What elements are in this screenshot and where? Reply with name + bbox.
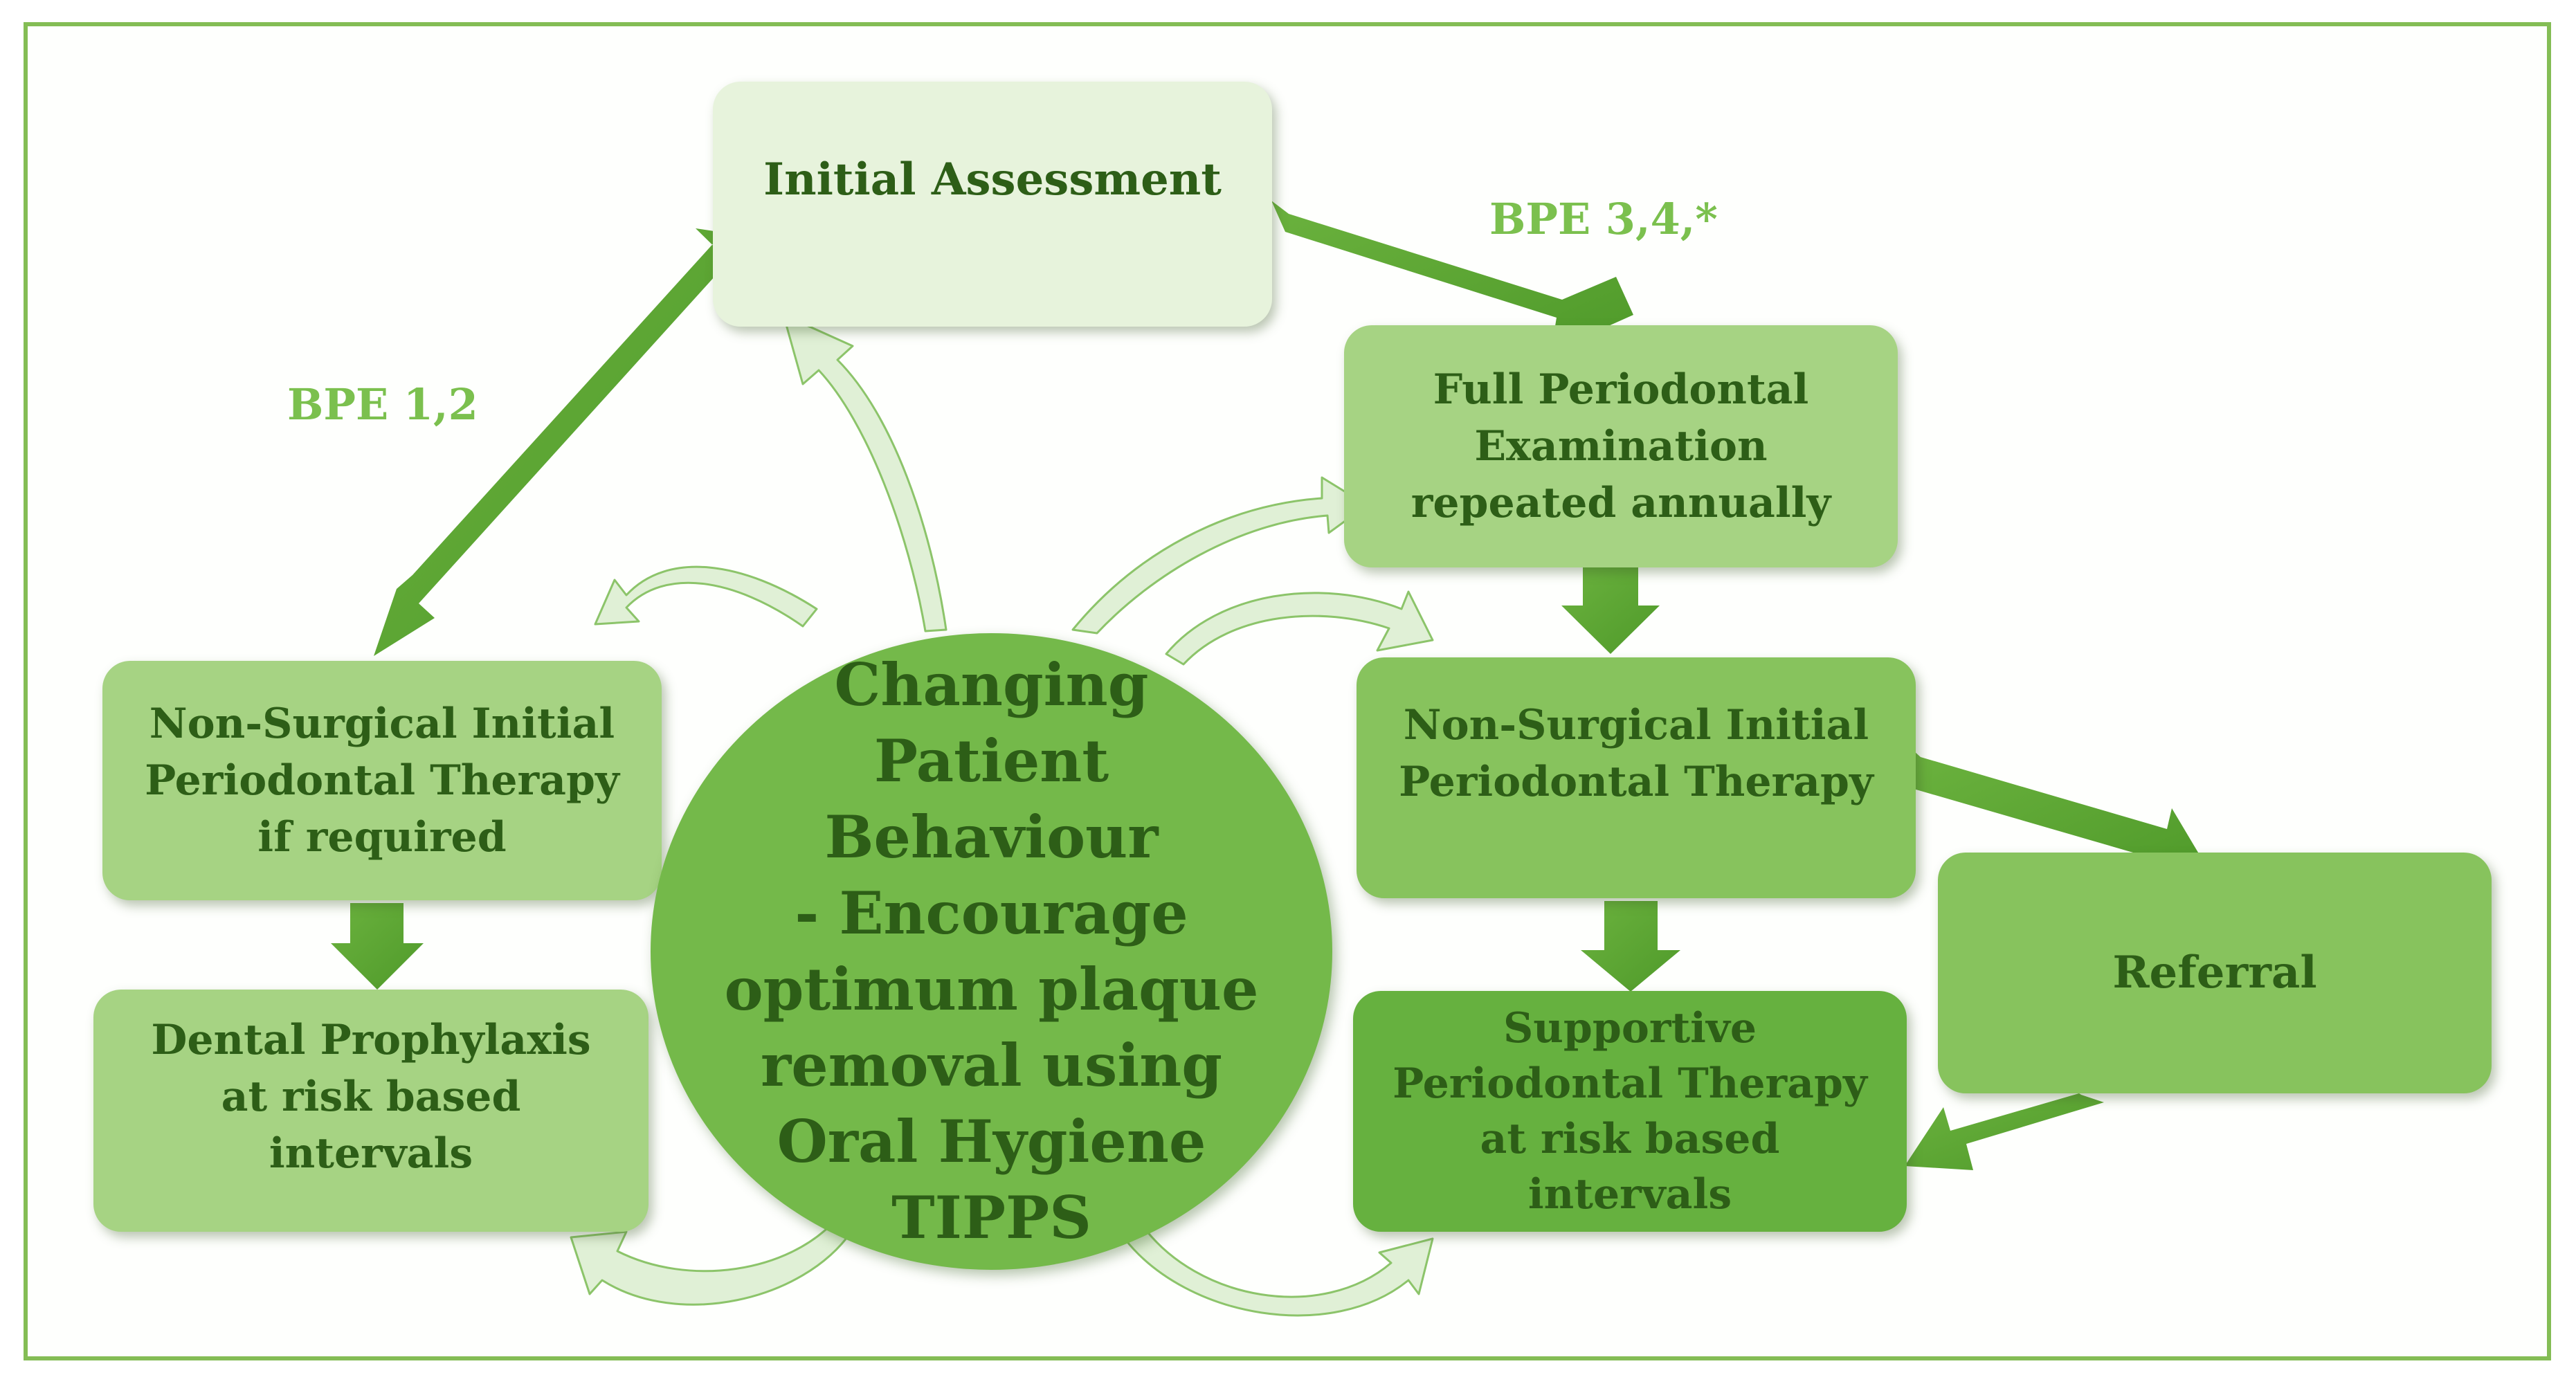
dental-prophylaxis-label: Dental Prophylaxis at risk based interva…: [151, 1016, 591, 1178]
dental-prophylaxis-box: Dental Prophylaxis at risk based interva…: [93, 990, 648, 1232]
arrow-initial-to-full-exam: [1271, 201, 1633, 352]
supportive-therapy-label: Supportive Periodontal Therapy at risk b…: [1393, 1004, 1867, 1219]
arrow-nonsurgical-left-to-prophylaxis: [331, 903, 424, 990]
arrow-nonsurgical-right-to-referral: [1914, 751, 2206, 879]
supportive-therapy-box: Supportive Periodontal Therapy at risk b…: [1353, 991, 1907, 1232]
arrow-nonsurgical-right-to-supportive: [1581, 901, 1680, 992]
curved-arrow-to-supportive: [1123, 1223, 1434, 1317]
nonsurgical-therapy-right-label: Non-Surgical Initial Periodontal Therapy: [1399, 701, 1874, 806]
nonsurgical-therapy-right-box: Non-Surgical Initial Periodontal Therapy: [1357, 657, 1916, 898]
referral-label: Referral: [2112, 947, 2317, 999]
initial-assessment-label: Initial Assessment: [763, 154, 1222, 206]
nonsurgical-therapy-left-label: Non-Surgical Initial Periodontal Therapy…: [145, 700, 619, 862]
curved-arrow-to-nonsurgical-left: [594, 565, 818, 628]
referral-box: Referral: [1938, 853, 2492, 1093]
full-periodontal-exam-label: Full Periodontal Examination repeated an…: [1411, 365, 1831, 527]
initial-assessment-box: Initial Assessment: [713, 82, 1272, 327]
nonsurgical-therapy-left-box: Non-Surgical Initial Periodontal Therapy…: [102, 661, 662, 900]
arrow-referral-to-supportive: [1905, 1093, 2104, 1170]
bpe-right-label: BPE 3,4,*: [1489, 194, 1718, 244]
curved-arrow-to-initial-assessment: [782, 313, 947, 632]
bpe-left-label: BPE 1,2: [287, 379, 478, 430]
arrow-initial-to-nonsurgical-left: [374, 228, 729, 656]
center-circle-label: Changing Patient Behaviour - Encourage o…: [724, 650, 1259, 1252]
full-periodontal-exam-box: Full Periodontal Examination repeated an…: [1344, 325, 1898, 567]
curved-arrow-to-nonsurgical-right: [1165, 590, 1434, 666]
center-circle: Changing Patient Behaviour - Encourage o…: [651, 633, 1332, 1270]
arrow-full-exam-to-nonsurgical-right: [1561, 567, 1660, 654]
curved-arrow-to-prophylaxis: [570, 1217, 853, 1306]
